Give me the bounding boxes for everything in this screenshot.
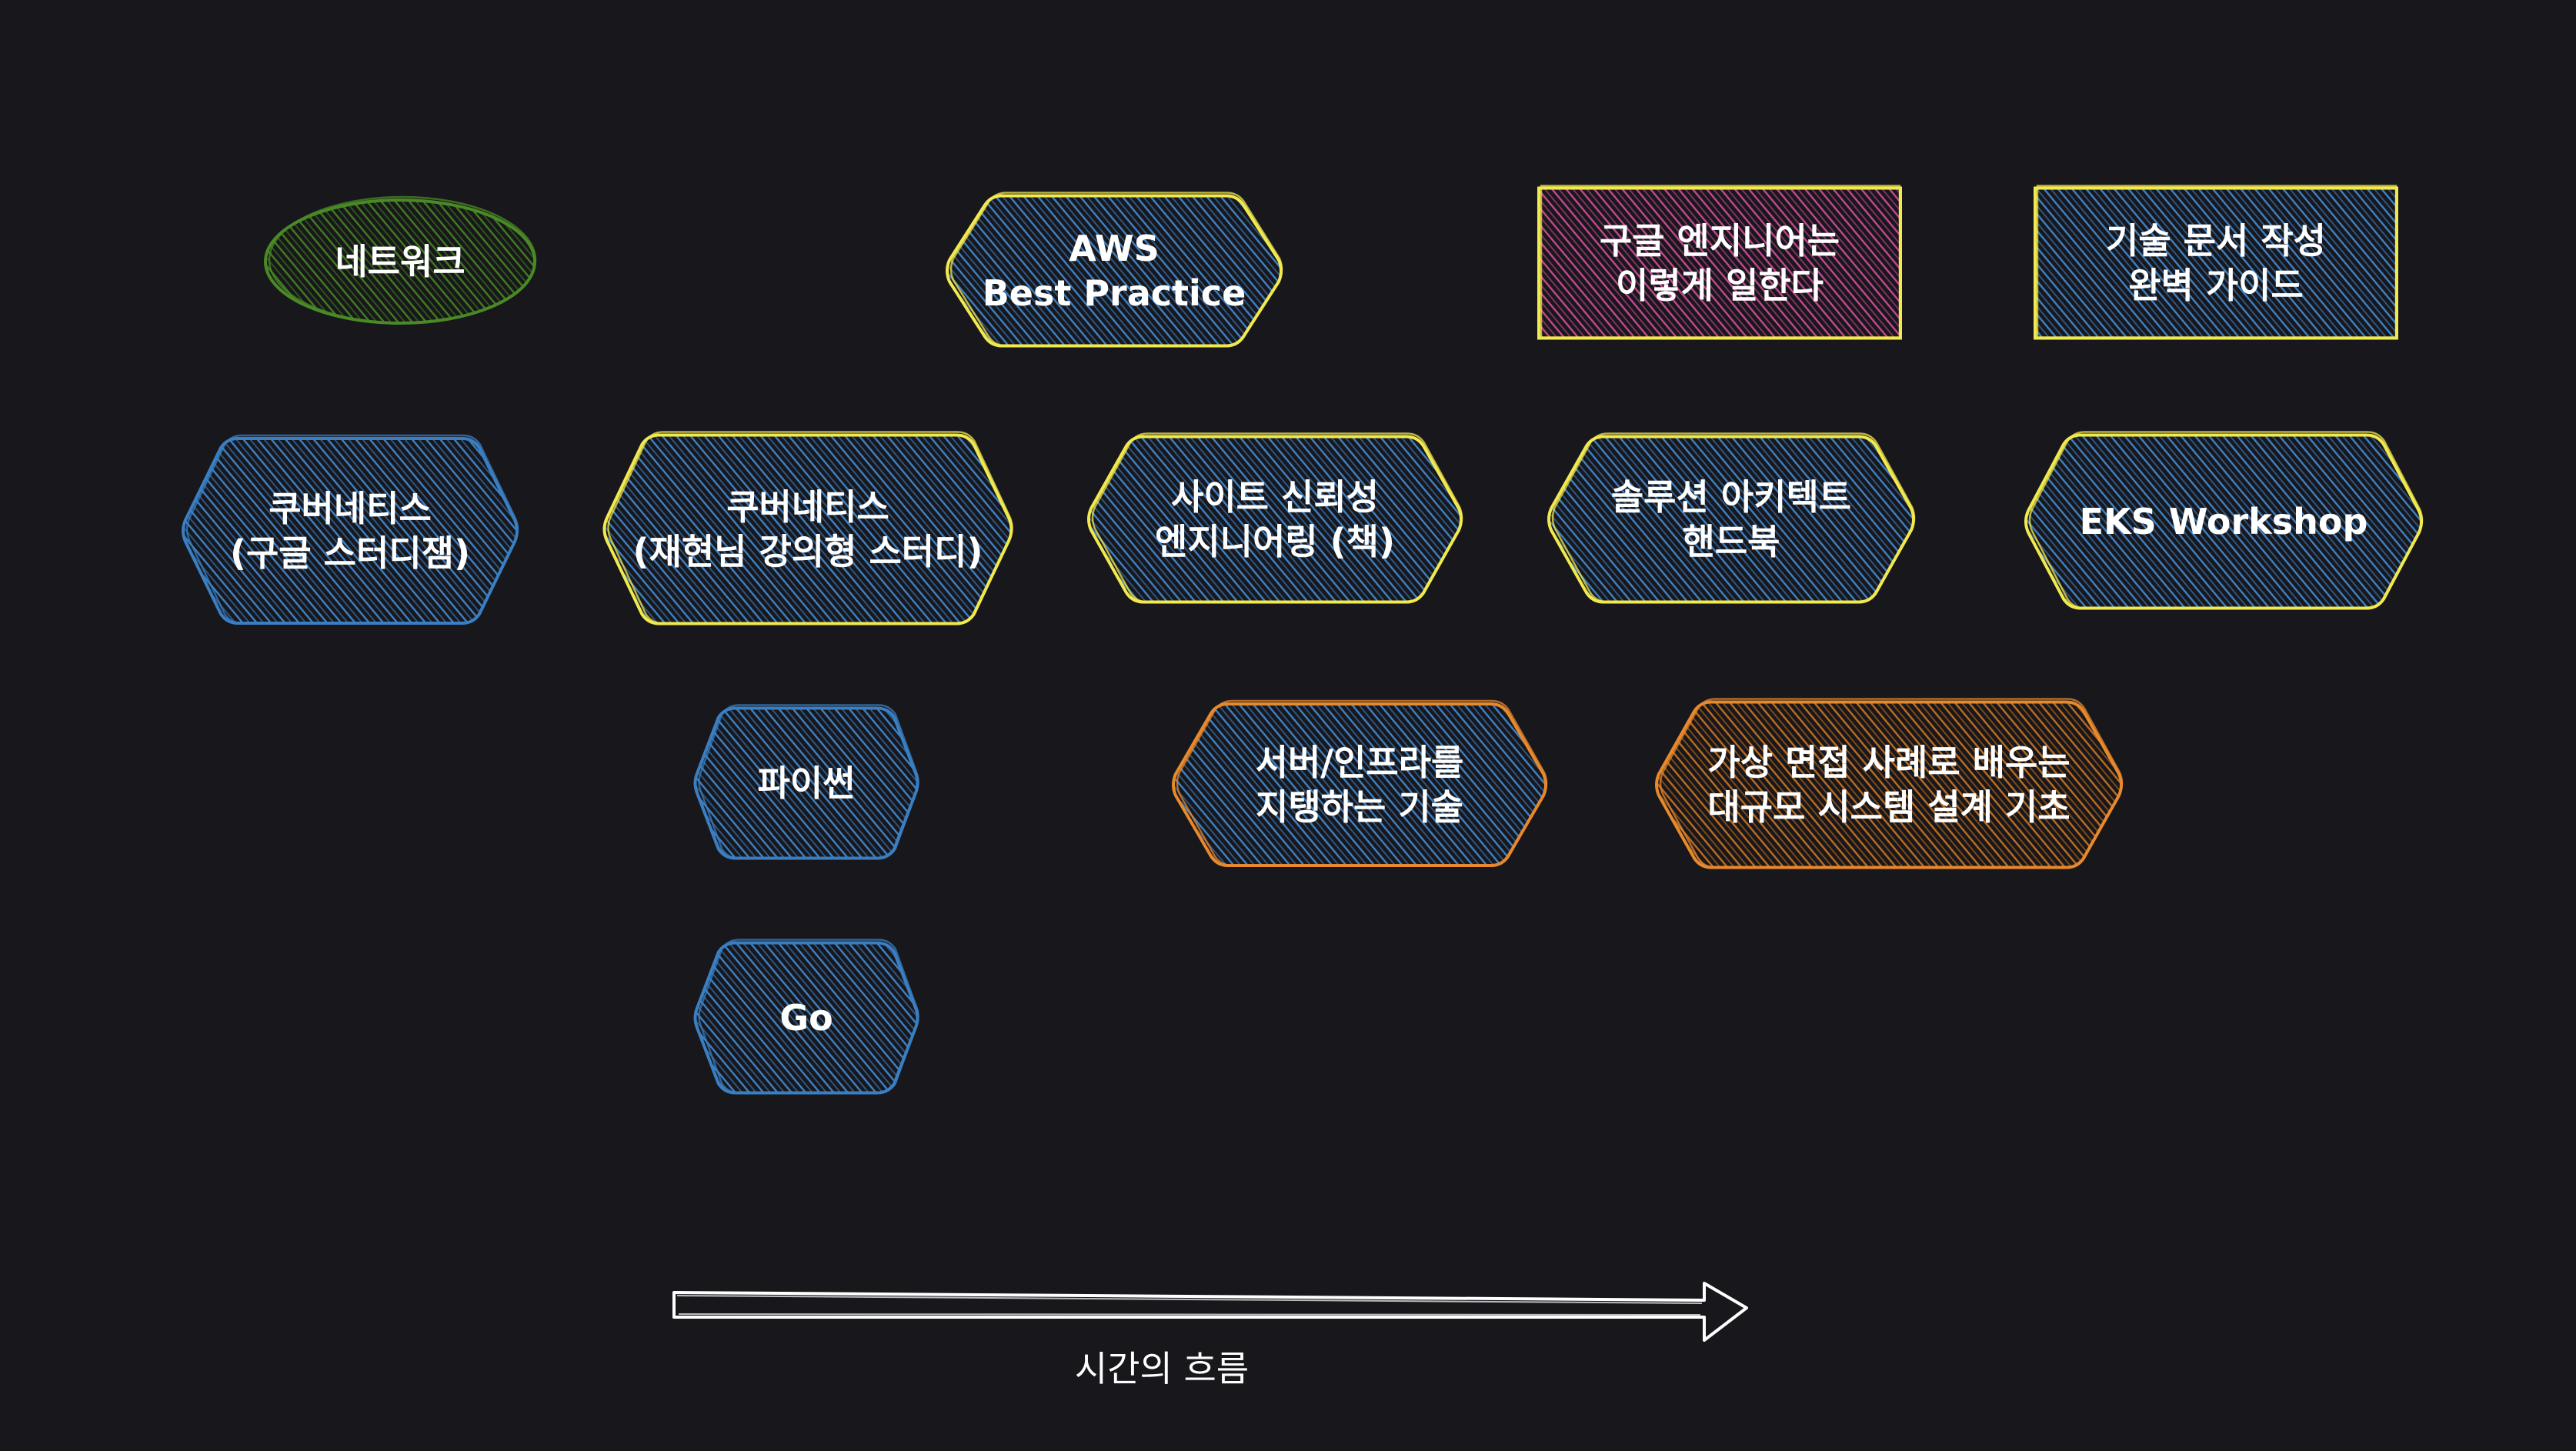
node-label-line: 가상 면접 사례로 배우는 [1707,742,2070,783]
time-axis-label: 시간의 흐름 [1075,1348,1249,1389]
node-shape [602,433,1013,625]
node-shape-sketch [949,192,1283,347]
node-label-line: Go [779,997,833,1039]
node-label-line: 네트워크 [335,241,465,282]
node-label-line: 엔지니어링 (책) [1155,521,1395,562]
node-label-line: (재현님 강의형 스터디) [633,531,983,572]
node-eks-workshop: EKS Workshop [2024,431,2424,610]
node-k8s-google-study: 쿠버네티스(구글 스터디잼) [182,434,519,625]
node-python: 파이썬 [693,704,919,860]
node-shape [1547,435,1915,604]
node-label-line: 파이썬 [758,762,856,804]
node-label-line: 솔루션 아키텍트 [1611,476,1851,518]
node-shape [1087,435,1463,604]
node-shape [2034,186,2398,340]
node-shape-sketch [1091,432,1463,603]
node-label-line: 기술 문서 작성 [2106,220,2326,262]
node-shape-sketch [185,434,519,625]
node-label-line: 대규모 시스템 설계 기초 [1707,786,2070,828]
node-label-line: 지탱하는 기술 [1256,786,1463,828]
node-shape [182,437,519,625]
node-shape [946,194,1283,348]
node-shape-sketch [1176,699,1548,867]
node-label-line: AWS [1069,228,1159,269]
time-axis: 시간의 흐름 [672,1282,1748,1389]
node-shape-sketch [2036,185,2397,339]
node-shape [1172,702,1547,867]
node-k8s-lecture-study: 쿠버네티스(재현님 강의형 스터디) [602,431,1013,625]
node-shape-sketch [2028,431,2424,609]
node-label-line: EKS Workshop [2080,501,2368,542]
node-label-line: 사이트 신뢰성 [1171,476,1379,518]
node-shape [1655,700,2123,869]
node-label-line: 완벽 가이드 [2128,265,2304,306]
node-shape-sketch [698,939,919,1094]
node-shape-sketch [607,431,1013,625]
time-arrow-sketch-line [676,1295,1703,1316]
node-shape-sketch [1551,432,1916,603]
node-shape-sketch [1540,185,1901,339]
node-shape-sketch [268,195,537,325]
time-arrow [672,1282,1748,1342]
node-label-line: 쿠버네티스 [269,488,432,529]
node-label-line: 서버/인프라를 [1256,742,1464,783]
node-label-line: 구글 엔지니어는 [1600,220,1840,262]
node-network: 네트워크 [264,195,537,325]
node-go: Go [693,939,919,1095]
node-shape-sketch [698,704,919,859]
node-shape-sketch [1659,698,2124,869]
node-label-line: 이렇게 일한다 [1616,265,1824,306]
node-label-line: 쿠버네티스 [726,486,889,528]
node-label-line: Best Practice [983,272,1246,314]
node-label-line: (구글 스터디잼) [230,532,470,574]
node-label-line: 핸드북 [1683,521,1780,562]
node-shape [1537,186,1902,340]
